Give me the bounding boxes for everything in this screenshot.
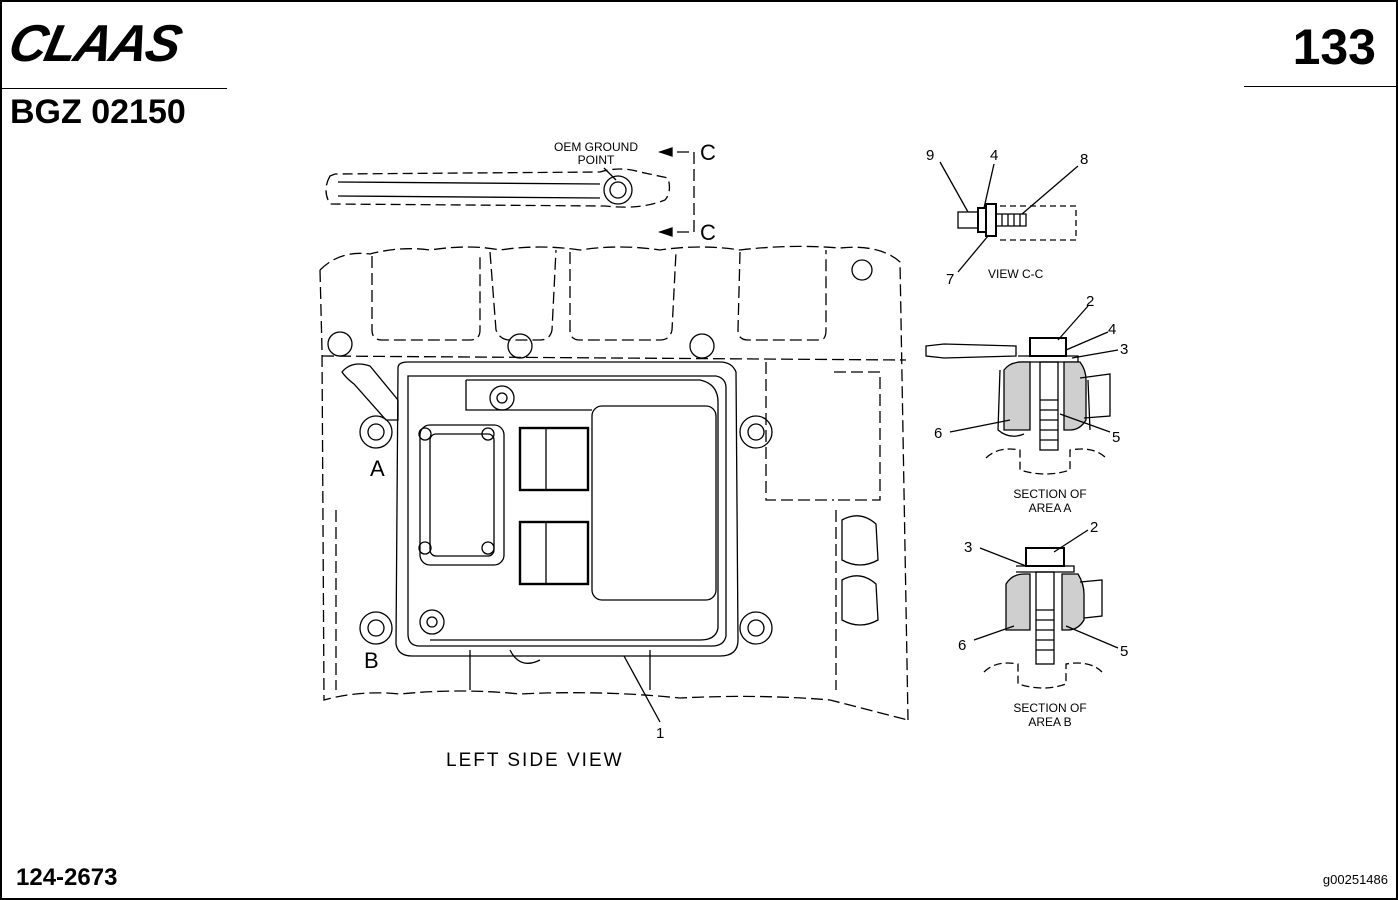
callout-3-section-a: 3 [1120, 341, 1128, 358]
view-cc-caption: VIEW C-C [988, 267, 1044, 281]
callout-6b-leader [973, 625, 1015, 641]
callout-4b-leader [1065, 331, 1109, 351]
view-cc-detail [957, 203, 1077, 241]
callout-3b-leader [979, 547, 1027, 567]
section-marker-bottom: C [700, 220, 716, 245]
callout-5b-leader [1065, 625, 1119, 649]
callout-5-section-a: 5 [1112, 429, 1120, 446]
callout-4a-leader [983, 163, 995, 209]
section-a-caption-1: SECTION OF [1013, 487, 1086, 501]
mount-point-b [359, 611, 393, 645]
callout-9-leader [939, 161, 969, 213]
engine-block-outline [319, 245, 909, 721]
oem-ground-rail [325, 168, 671, 208]
ecm-module [395, 361, 739, 657]
callout-4-view-cc: 4 [990, 147, 998, 164]
section-b-caption-1: SECTION OF [1013, 701, 1086, 715]
oem-ground-leader [603, 167, 617, 181]
callout-6a-leader [949, 419, 1011, 433]
section-c-markers [657, 147, 695, 237]
left-side-view-caption: LEFT SIDE VIEW [446, 750, 624, 771]
callout-6-section-a: 6 [934, 425, 942, 442]
header-rule-right [1244, 86, 1396, 87]
callout-5a-leader [1059, 413, 1111, 433]
oem-ground-label-point: POINT [578, 153, 615, 167]
section-b-caption-2: AREA B [1028, 715, 1071, 729]
callout-2-section-a: 2 [1086, 293, 1094, 310]
document-code: BGZ 02150 [10, 93, 186, 131]
page-number: 133 [1292, 19, 1376, 75]
section-b-detail [983, 547, 1103, 689]
mount-points-right [739, 415, 773, 645]
header-rule-left [2, 88, 227, 89]
callout-2-section-b: 2 [1090, 519, 1098, 536]
section-a-caption-2: AREA A [1029, 501, 1072, 515]
callout-9: 9 [926, 147, 934, 164]
figure-reference: g00251486 [1322, 872, 1388, 887]
callout-8: 8 [1080, 151, 1088, 168]
callout-7: 7 [946, 271, 954, 288]
callout-1-leader [623, 655, 661, 723]
callout-2a-leader [1057, 305, 1089, 341]
callout-8-leader [1021, 165, 1079, 215]
mount-point-a [341, 363, 399, 449]
area-b-label: B [364, 648, 379, 673]
callout-7-leader [957, 235, 989, 273]
section-a-detail [925, 337, 1111, 475]
engine-block-bosses [327, 259, 879, 690]
section-marker-top: C [700, 140, 716, 165]
oem-ground-label: OEM GROUND [554, 140, 638, 154]
callout-3-section-b: 3 [964, 539, 972, 556]
callout-5-section-b: 5 [1120, 643, 1128, 660]
part-number: 124-2673 [16, 864, 118, 891]
callout-4-section-a: 4 [1108, 321, 1116, 338]
area-a-label: A [370, 456, 385, 481]
callout-6-section-b: 6 [958, 637, 966, 654]
callout-1: 1 [656, 725, 664, 742]
callout-2b-leader [1053, 529, 1089, 553]
callout-3a-leader [1071, 349, 1119, 359]
